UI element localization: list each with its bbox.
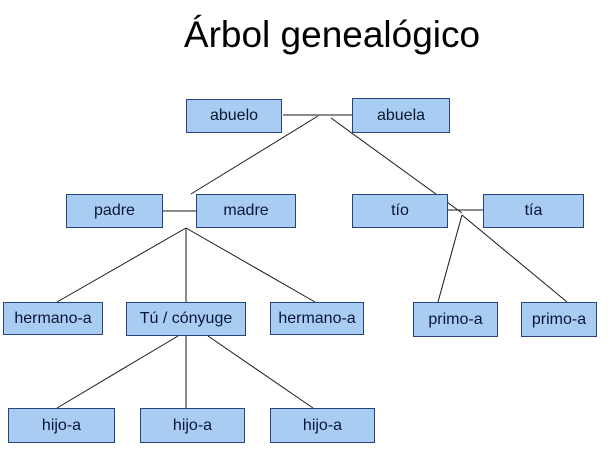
edge-parents-to-hermano-2 <box>185 227 316 303</box>
tree-node-tio: tío <box>352 194 448 228</box>
tree-node-padre: padre <box>66 194 163 228</box>
edge-parents-to-hermano-1 <box>56 227 187 303</box>
tree-node-tia: tía <box>483 194 584 228</box>
tree-node-abuelo: abuelo <box>186 99 282 133</box>
tree-node-hijo-2: hijo-a <box>140 408 245 443</box>
tree-node-hijo-1: hijo-a <box>8 408 115 443</box>
tree-node-hijo-3: hijo-a <box>270 408 375 443</box>
tree-node-abuela: abuela <box>352 98 450 133</box>
edge-tu-to-hijo-3 <box>207 335 314 409</box>
tree-node-hermano-1: hermano-a <box>3 302 103 335</box>
edge-tios-to-primo-2 <box>461 214 568 303</box>
diagram-title: Árbol genealógico <box>183 14 481 55</box>
edge-grandparents-to-madre <box>190 115 319 195</box>
tree-node-madre: madre <box>196 194 296 228</box>
tree-node-primo-1: primo-a <box>413 302 498 337</box>
tree-node-tu-conyuge: Tú / cónyuge <box>126 302 246 336</box>
edge-tios-to-primo-1 <box>437 214 463 303</box>
edge-tu-to-hijo-1 <box>56 335 179 409</box>
tree-node-primo-2: primo-a <box>521 302 597 337</box>
tree-node-hermano-2: hermano-a <box>270 302 364 335</box>
